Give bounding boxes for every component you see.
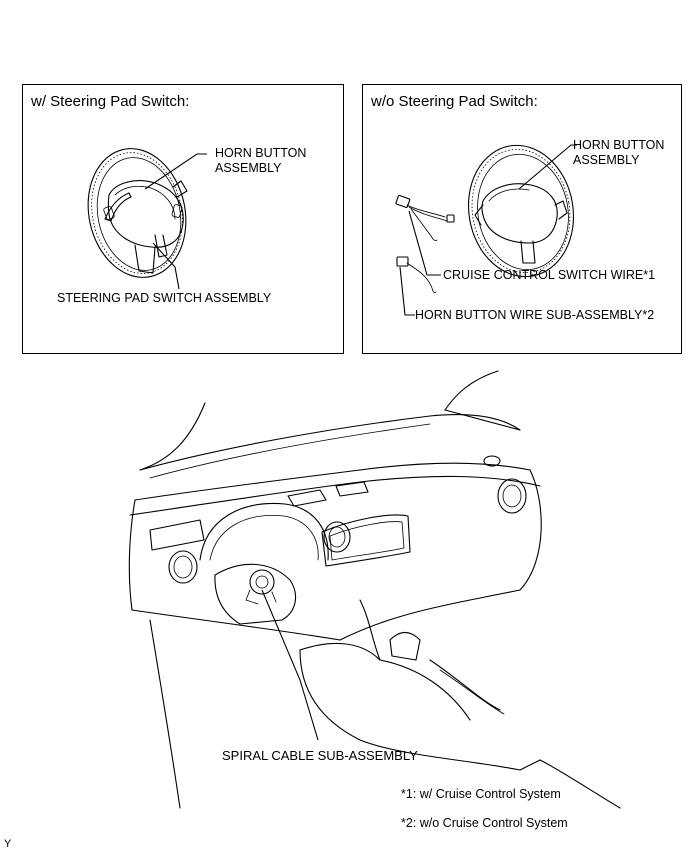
cruise-control-switch-wire-label: CRUISE CONTROL SWITCH WIRE*1 (443, 268, 656, 282)
spiral-cable-sub-assembly-label: SPIRAL CABLE SUB-ASSEMBLY (222, 748, 418, 763)
steering-wheel-with-pad-illustration (87, 148, 207, 290)
horn-button-assembly-label-line2: ASSEMBLY (215, 161, 282, 175)
steering-wheel-without-pad-illustration (395, 144, 577, 316)
steering-pad-switch-assembly-label: STEERING PAD SWITCH ASSEMBLY (57, 291, 272, 305)
panel-with-steering-pad-switch: w/ Steering Pad Switch: HORN BUTTON ASSE… (22, 84, 344, 354)
horn-button-assembly-label-line1: HORN BUTTON (573, 138, 665, 152)
footnote-2: *2: w/o Cruise Control System (401, 816, 568, 830)
horn-button-assembly-label-line1: HORN BUTTON (215, 146, 307, 160)
horn-button-wire-sub-assembly-label: HORN BUTTON WIRE SUB-ASSEMBLY*2 (415, 308, 655, 322)
panel-without-steering-pad-switch: w/o Steering Pad Switch: HORN BUTTON ASS… (362, 84, 682, 354)
corner-mark: Y (4, 838, 12, 850)
panel-title: w/o Steering Pad Switch: (371, 93, 538, 110)
horn-button-assembly-label-line2: ASSEMBLY (573, 153, 640, 167)
panel-title: w/ Steering Pad Switch: (31, 93, 190, 110)
footnote-1: *1: w/ Cruise Control System (401, 787, 561, 801)
